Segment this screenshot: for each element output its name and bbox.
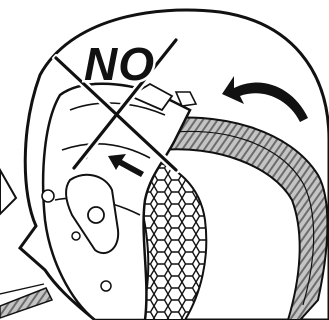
- left-edge-fragment: [0, 170, 16, 214]
- no-label: NO: [84, 38, 155, 90]
- callout-bubble: NO: [20, 10, 329, 320]
